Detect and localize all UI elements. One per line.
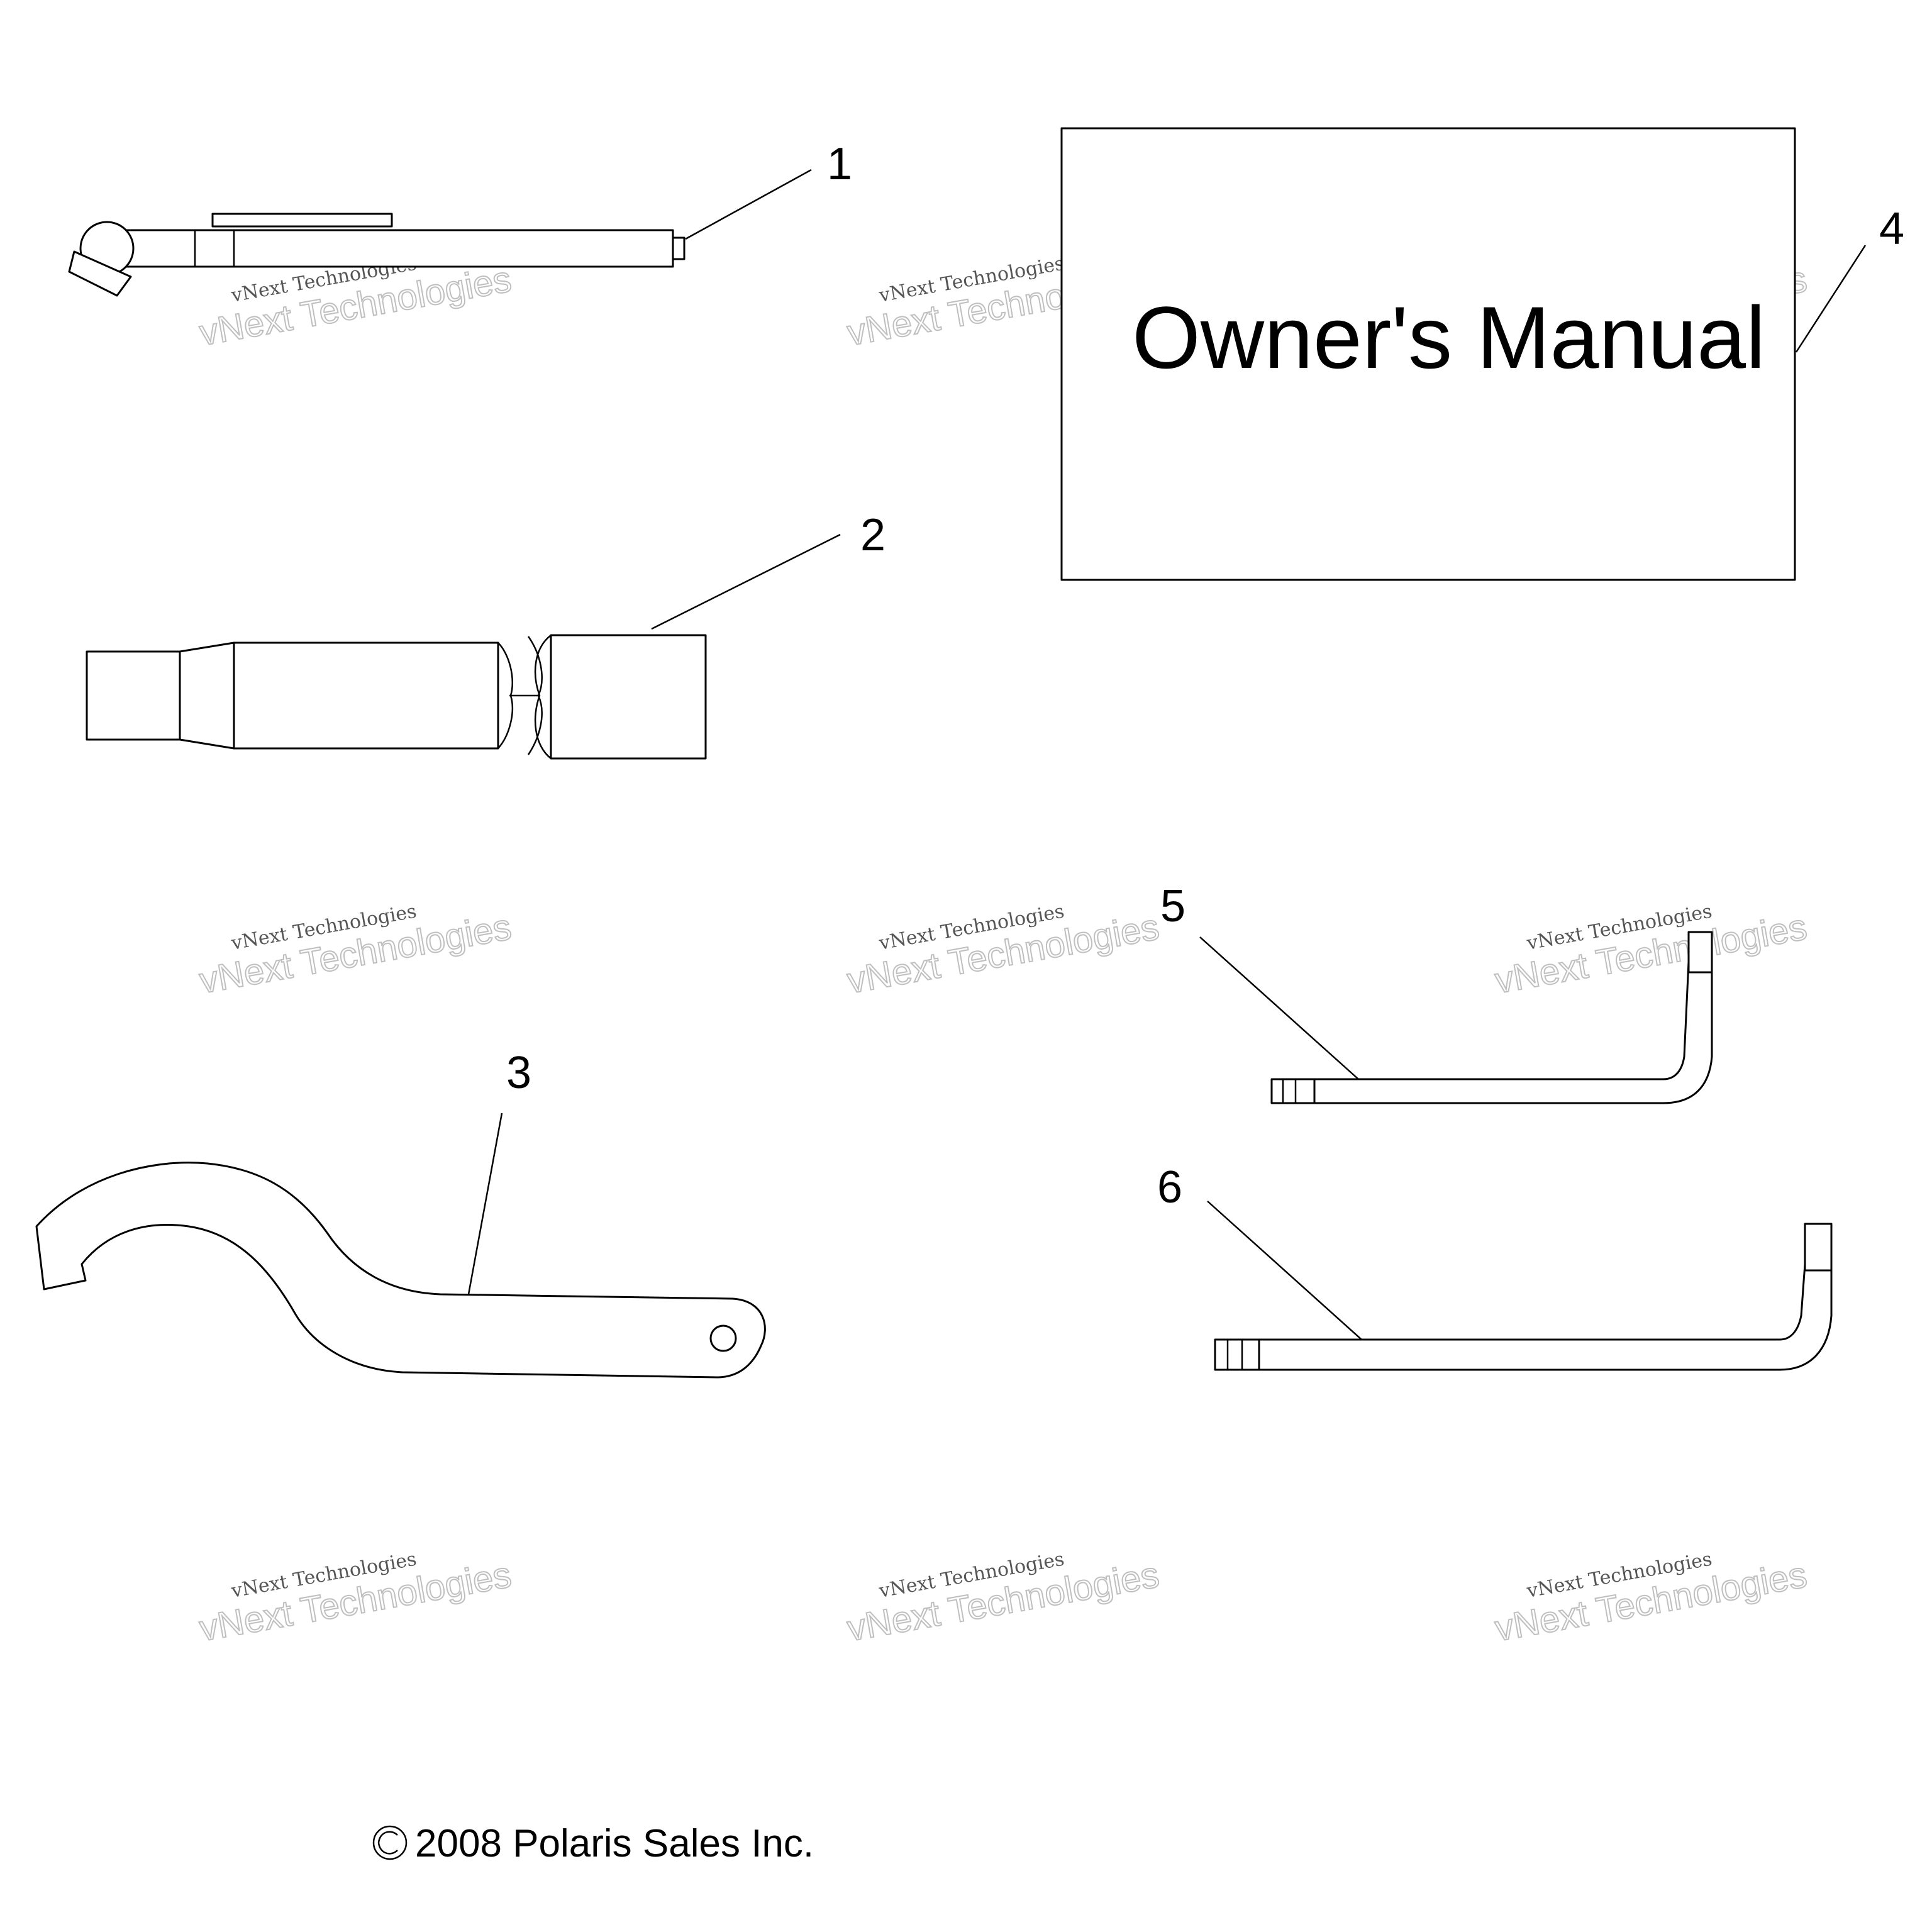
callout-3: 3 [506,1048,531,1098]
gauge-chuck [68,250,132,297]
hex-key-5-tip-left [1270,1078,1316,1104]
manual-box [1060,127,1796,581]
watermark: vNext Technologies vNext Technologies [843,1548,1163,1650]
gauge-clip [211,213,393,228]
leader-lines [467,169,1867,1340]
callout-5: 5 [1160,881,1185,931]
spanner-hole [709,1324,737,1352]
copyright-icon [372,1825,408,1860]
leader-6 [1207,1201,1362,1340]
leader-4 [1795,245,1867,353]
manual-title: Owner's Manual [1132,288,1765,387]
leader-2 [651,533,841,630]
watermark: vNext Technologies vNext Technologies [843,901,1163,1002]
copyright-notice: 2008 Polaris Sales Inc. [372,1822,814,1865]
hex-key-6-tip-left [1214,1338,1260,1371]
callout-4: 4 [1879,204,1904,254]
callout-6: 6 [1157,1162,1182,1213]
watermark: vNext Technologies vNext Technologies [1491,1548,1811,1650]
socket-taper [179,641,235,750]
hex-key-5-tip-top [1687,931,1713,974]
part-2-spark-plug-socket [86,634,707,760]
leader-1 [685,169,812,240]
copyright-text: 2008 Polaris Sales Inc. [415,1822,814,1865]
socket-hex-edge [534,635,552,759]
leader-3 [467,1113,503,1295]
copyright-icon-c [377,1831,398,1855]
part-1-pressure-gauge [68,213,686,297]
spanner-outline [35,1162,766,1379]
callout-1: 1 [827,139,852,189]
watermark: vNext Technologies vNext Technologies [1491,901,1811,1002]
socket-drive-end [86,650,181,741]
gauge-body [125,229,674,268]
hex-key-6-tip-top [1804,1223,1833,1272]
gauge-tip [672,236,686,260]
callout-numbers: 1 2 3 4 5 6 [506,139,1904,1213]
part-4-owners-manual: Owner's Manual [1060,127,1796,581]
leader-5 [1199,936,1359,1080]
watermark: vNext Technologies vNext Technologies [196,1548,515,1650]
socket-hex-end [550,634,707,760]
hex-key-5-body [1313,961,1713,1104]
watermark: vNext Technologies vNext Technologies [196,901,515,1002]
part-6-hex-key [1214,1223,1833,1371]
part-5-hex-key [1270,931,1713,1104]
callout-2: 2 [860,510,886,560]
part-3-spanner-wrench [35,1162,766,1379]
hex-key-6-body [1257,1263,1833,1371]
socket-body [233,641,499,750]
